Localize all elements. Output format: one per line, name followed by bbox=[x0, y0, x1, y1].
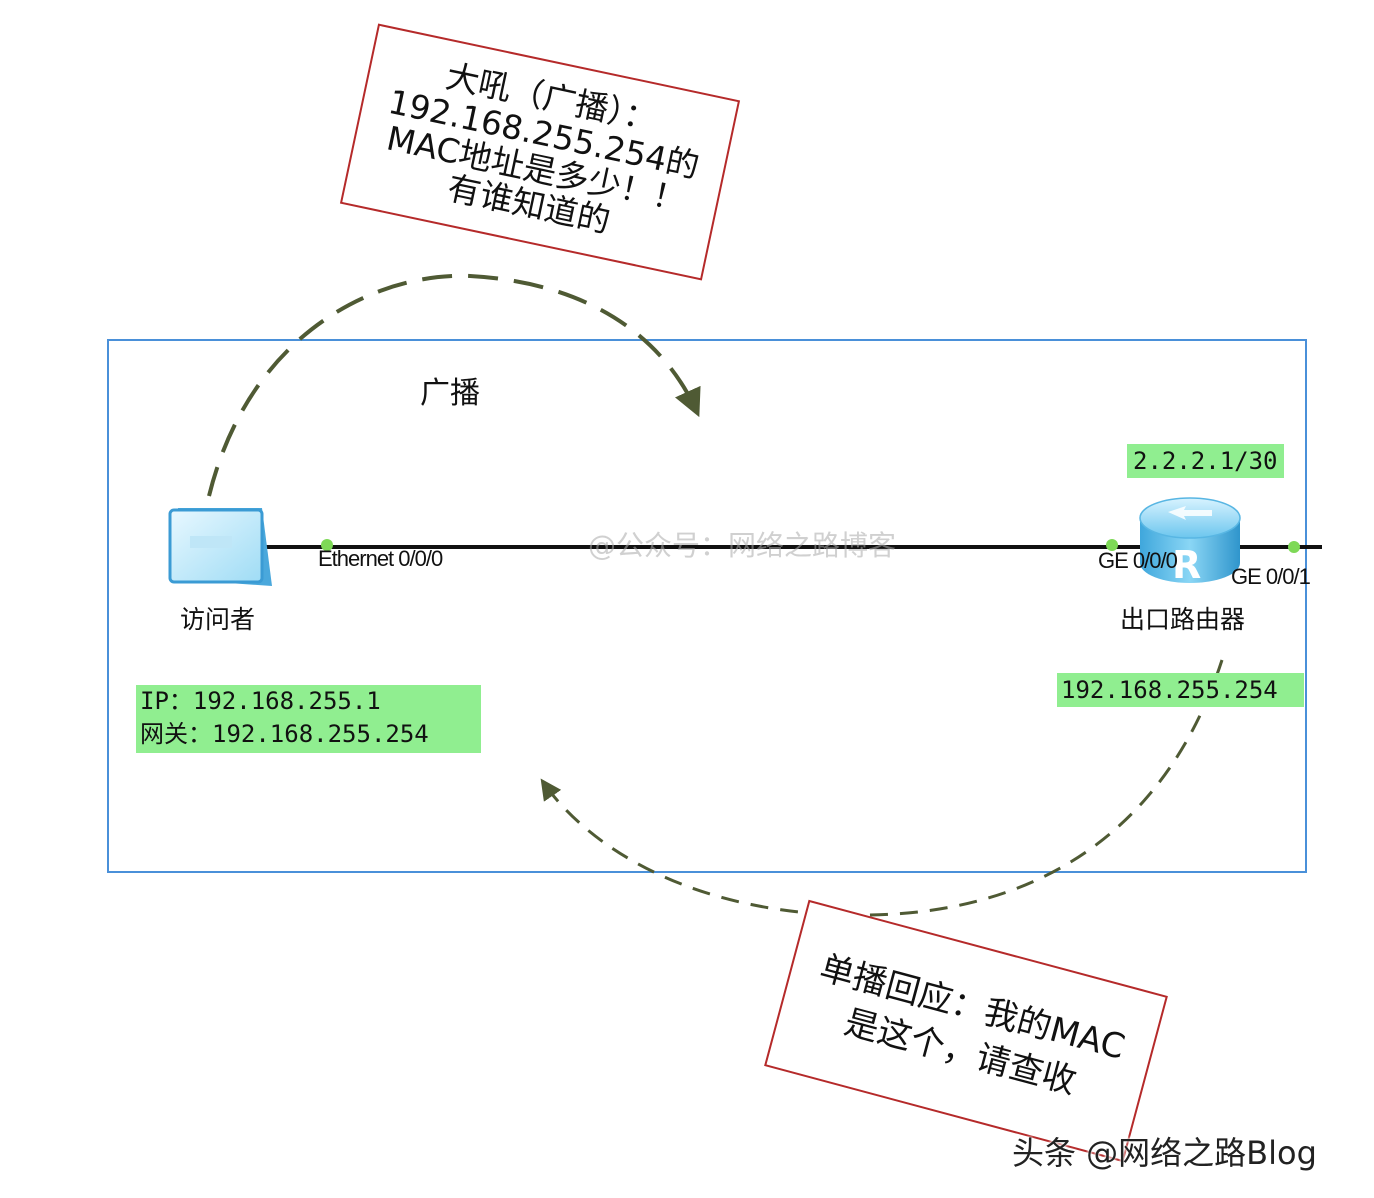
broadcast-arrow bbox=[207, 273, 701, 497]
visitor-ip: IP：192.168.255.1 bbox=[140, 687, 381, 715]
router-wan-ip-label: 2.2.2.1/30 bbox=[1127, 444, 1284, 478]
pc-terminal-icon bbox=[168, 508, 272, 586]
visitor-ip-config: IP：192.168.255.1 网关：192.168.255.254 bbox=[136, 685, 481, 753]
port-dot-ge000 bbox=[1106, 539, 1118, 551]
router-lan-port-label: GE 0/0/0 bbox=[1098, 548, 1178, 573]
unicast-reply-arrow bbox=[540, 659, 1224, 917]
visitor-gateway: 网关：192.168.255.254 bbox=[140, 720, 429, 748]
broadcast-label: 广播 bbox=[420, 376, 480, 411]
watermark-center: @公众号：网络之路博客 bbox=[588, 529, 897, 562]
router-icon: R bbox=[1139, 497, 1241, 587]
watermark-corner: 头条 @网络之路Blog bbox=[1012, 1134, 1317, 1172]
router-wan-port-label: GE 0/0/1 bbox=[1231, 564, 1311, 589]
router-name: 出口路由器 bbox=[1120, 605, 1246, 634]
visitor-name: 访问者 bbox=[180, 605, 256, 634]
visitor-port-label: Ethernet 0/0/0 bbox=[318, 546, 443, 571]
lan-boundary bbox=[107, 339, 1307, 873]
port-dot-ethernet bbox=[321, 539, 333, 551]
svg-text:R: R bbox=[1172, 543, 1201, 587]
router-lan-ip-label: 192.168.255.254 bbox=[1057, 673, 1304, 707]
port-dot-ge001 bbox=[1288, 541, 1300, 553]
